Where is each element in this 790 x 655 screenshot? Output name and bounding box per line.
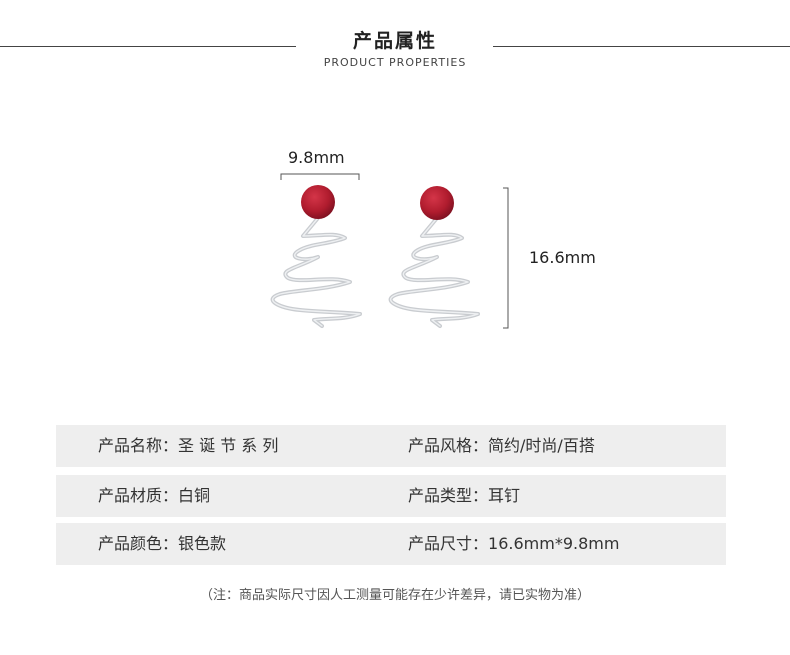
right-earring [388, 186, 480, 328]
property-row: 产品颜色：银色款 产品尺寸：16.6mm*9.8mm [56, 523, 726, 565]
page-subtitle: PRODUCT PROPERTIES [323, 56, 467, 69]
property-color: 产品颜色：银色款 [98, 534, 227, 553]
product-image [270, 173, 509, 329]
property-size: 产品尺寸：16.6mm*9.8mm [408, 534, 620, 553]
height-label: 16.6mm [529, 248, 596, 267]
width-dimension-line [280, 173, 360, 180]
height-dimension-line [503, 187, 509, 329]
width-label: 9.8mm [288, 148, 345, 167]
header-rule-right [493, 46, 790, 47]
red-bead-left [301, 185, 335, 219]
property-material: 产品材质：白铜 [98, 486, 211, 505]
page-title: 产品属性 [352, 30, 437, 52]
red-bead-right [420, 186, 454, 220]
property-row: 产品名称：圣 诞 节 系 列 产品风格：简约/时尚/百搭 [56, 425, 726, 467]
measurement-note: （注：商品实际尺寸因人工测量可能存在少许差异，请已实物为准） [199, 588, 590, 603]
property-style: 产品风格：简约/时尚/百搭 [408, 436, 595, 455]
property-row: 产品材质：白铜 产品类型：耳钉 [56, 475, 726, 517]
property-type: 产品类型：耳钉 [408, 486, 521, 505]
header-rule-left [0, 46, 296, 47]
property-name: 产品名称：圣 诞 节 系 列 [98, 436, 279, 455]
left-earring [270, 185, 362, 328]
